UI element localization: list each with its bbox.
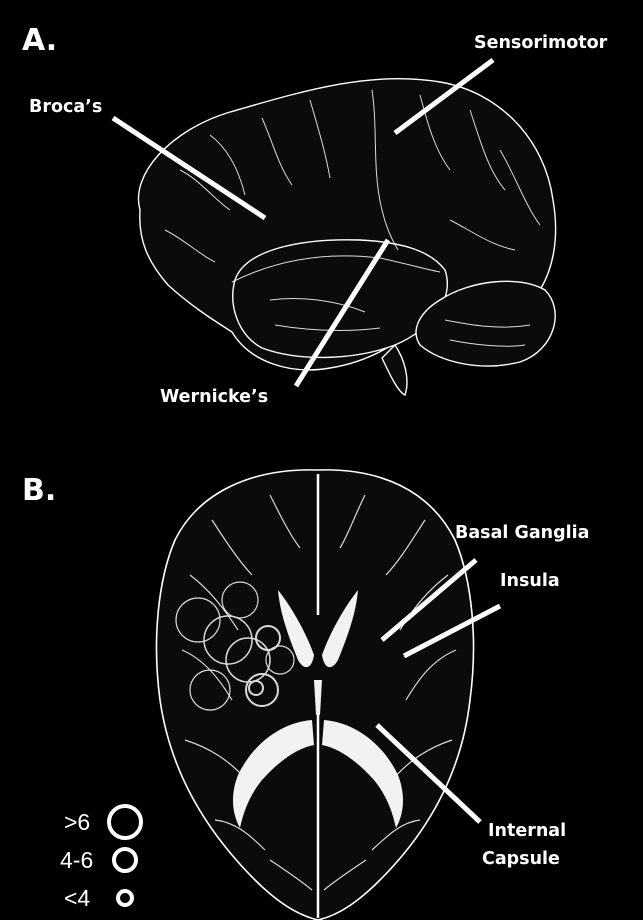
panel-a-letter: A.	[22, 23, 57, 58]
sensorimotor-label: Sensorimotor	[474, 33, 608, 53]
legend-label-large: >6	[64, 809, 90, 835]
wernicke-label: Wernicke’s	[160, 387, 268, 407]
internal-capsule-label-line1: Internal	[488, 821, 566, 841]
legend-label-medium: 4-6	[60, 847, 93, 873]
insula-label: Insula	[500, 571, 560, 591]
internal-capsule-label-line2: Capsule	[482, 849, 560, 869]
basal-ganglia-label: Basal Ganglia	[455, 523, 589, 543]
broca-label: Broca’s	[29, 97, 102, 117]
panel-b-letter: B.	[22, 473, 56, 508]
legend-label-small: <4	[64, 885, 90, 911]
